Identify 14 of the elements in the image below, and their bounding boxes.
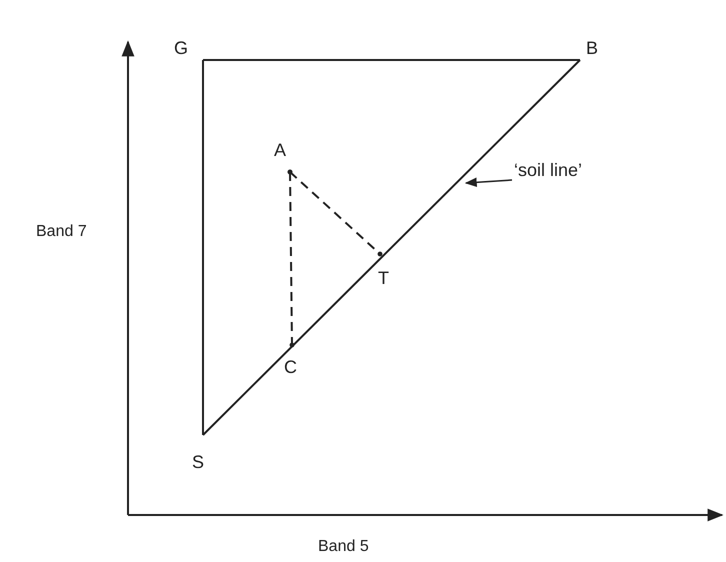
callout-label: ‘soil line’ — [514, 160, 582, 180]
line — [202, 60, 204, 435]
point-label: G — [174, 38, 188, 58]
axis-label: Band 7 — [36, 222, 87, 242]
line — [203, 59, 580, 61]
point-label: A — [274, 140, 286, 160]
dashed-line — [288, 170, 382, 256]
point-label: C — [284, 357, 297, 377]
line — [202, 59, 581, 436]
point-label: S — [192, 452, 204, 472]
point-label: B — [586, 38, 598, 58]
point-label: T — [378, 268, 389, 288]
axis-label: Band 5 — [318, 537, 369, 557]
leader-line — [464, 178, 512, 188]
